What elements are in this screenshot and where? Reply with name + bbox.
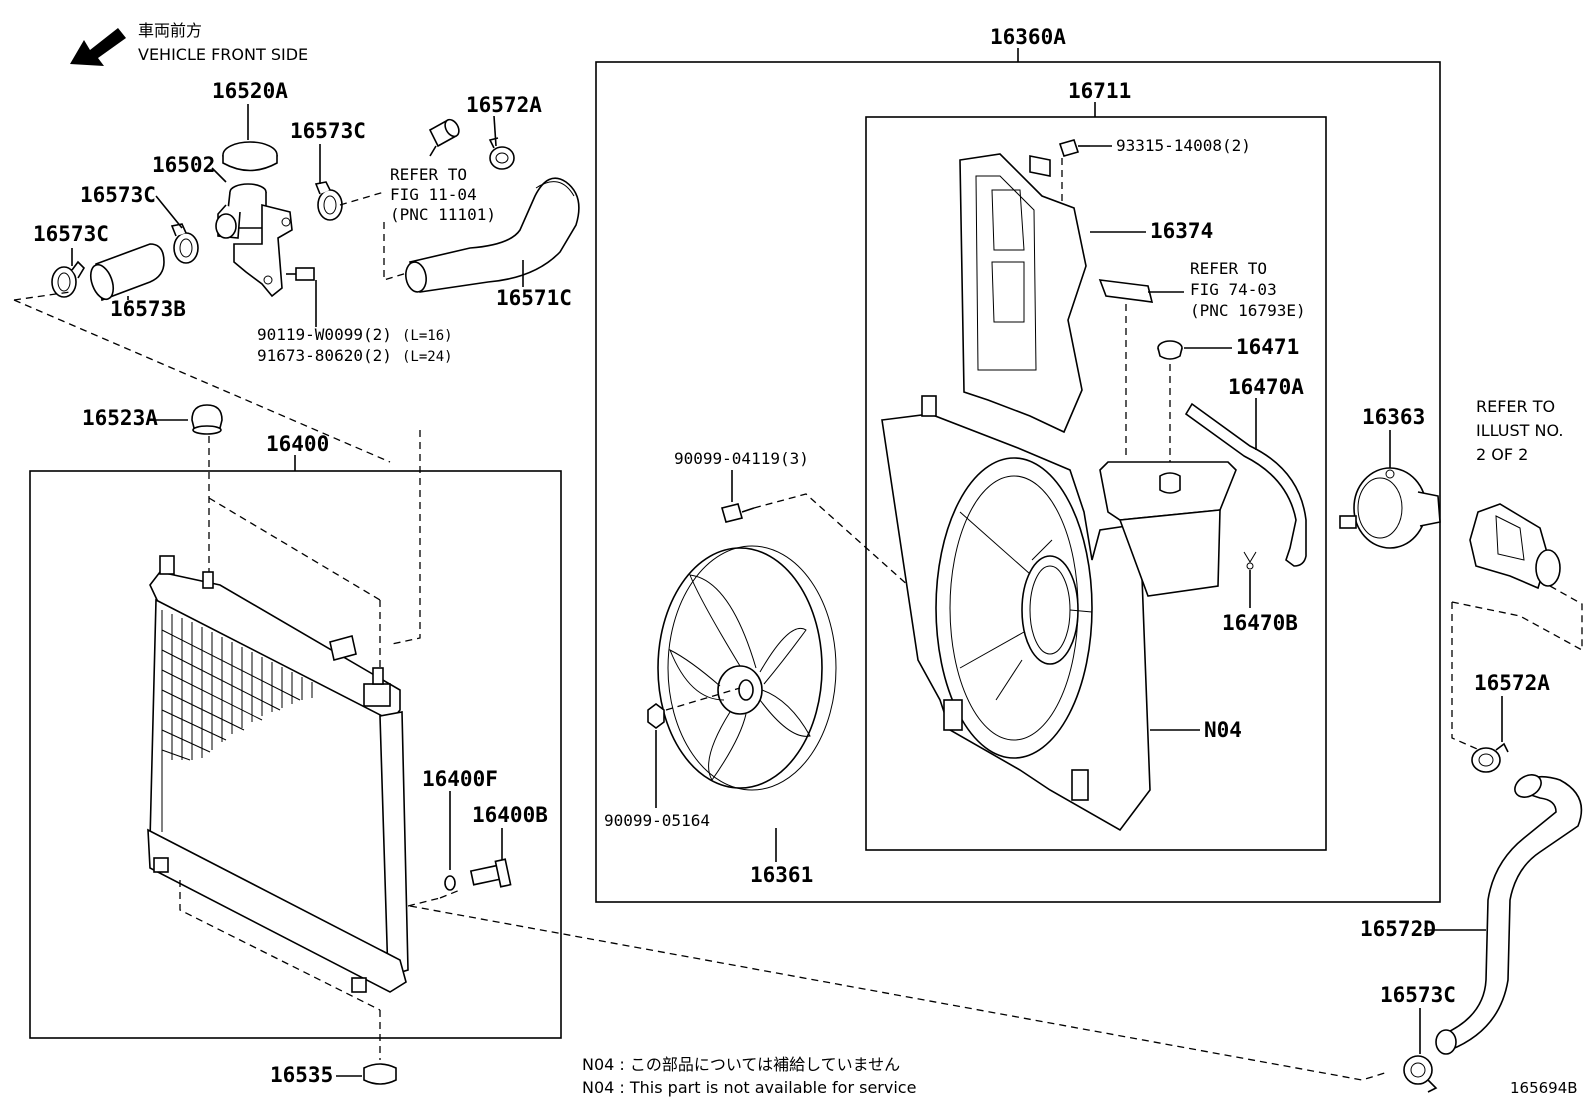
ref2-line1: REFER TO [1190,259,1267,278]
label-16535: 16535 [270,1063,333,1087]
ref1-line2: FIG 11-04 [390,185,477,204]
group-label-16711: 16711 [1068,79,1131,103]
label-16572D: 16572D [1360,917,1436,941]
label-N04: N04 [1204,718,1242,742]
reservoir-hose-16470A-part [1184,402,1307,567]
label-16374: 16374 [1150,219,1213,243]
ref3-line1: REFER TO [1476,397,1555,416]
radiator-part [147,555,409,993]
ref1-line1: REFER TO [390,165,467,184]
label-nut-90099-05164: 90099-05164 [604,811,710,830]
label-16573C-a: 16573C [80,183,156,207]
label-16573C-c: 16573C [290,119,366,143]
nut-90099-05164-part [647,703,665,729]
hose-clamp-part-e [1471,742,1509,773]
label-16572A-a: 16572A [466,93,542,117]
hose-clamp-part-d [488,137,515,170]
fan-motor-16363-part [1339,467,1441,549]
filler-neck-part [215,183,293,298]
assembly-box-16711 [865,116,1327,851]
label-16502: 16502 [152,153,215,177]
label-16400B: 16400B [472,803,548,827]
label-16573C-d: 16573C [1380,983,1456,1007]
cooling-fan-16361-part [657,545,837,791]
ref3-line3: 2 OF 2 [1476,445,1528,464]
label-16572A-b: 16572A [1474,671,1550,695]
lower-radiator-hose-part [1435,774,1583,1055]
short-hose-part [89,243,165,302]
note-jp: N04 : この部品については補給していません [582,1055,900,1074]
note-en: N04 : This part is not available for ser… [582,1078,916,1097]
ref2-line3: (PNC 16793E) [1190,301,1306,320]
label-16363: 16363 [1362,405,1425,429]
radiator-cap-part [222,141,278,172]
drain-plug-16523A-part [191,404,223,435]
label-16573B: 16573B [110,297,186,321]
group-label-16400: 16400 [266,432,329,456]
orientation-en: VEHICLE FRONT SIDE [138,45,308,64]
caution-label-part [1098,279,1154,303]
bolt-90099-04119-part [721,503,755,523]
label-bolt-93315: 93315-14008(2) [1116,136,1251,155]
air-guide-16374-part [959,153,1087,434]
ref1-line3: (PNC 11101) [390,205,496,224]
illustration-id: 165694B [1510,1079,1578,1097]
radiator-core-fins [161,610,313,832]
drain-cock-16400B-part [469,858,512,888]
reservoir-cap-16471-part [1157,340,1183,360]
ref3-line2: ILLUST NO. [1476,421,1563,440]
label-16400F: 16400F [422,767,498,791]
cushion-16535-part [363,1063,397,1085]
hose-clamp-part-a [170,223,199,264]
label-16470B: 16470B [1222,611,1298,635]
label-16520A: 16520A [212,79,288,103]
label-bolt-90119: 90119-W0099(2) [257,325,392,344]
pipe-end-part [428,118,460,157]
group-label-16360A: 16360A [990,25,1066,49]
label-16470A: 16470A [1228,375,1304,399]
label-16471: 16471 [1236,335,1299,359]
label-16571C: 16571C [496,286,572,310]
hose-clamp-part-f [1403,1055,1438,1093]
hose-clamp-part-c [314,181,343,221]
label-bolt-91673-length: (L=24) [402,349,453,365]
label-bolt-90099-04119: 90099-04119(3) [674,449,809,468]
label-16361: 16361 [750,863,813,887]
upper-radiator-hose-part [405,177,580,293]
vehicle-front-arrow-icon [70,28,126,66]
clip-16470B-part [1243,551,1257,570]
bolt-part-90119 [286,267,315,281]
o-ring-16400F-part [444,875,456,891]
label-bolt-91673: 91673-80620(2) [257,346,392,365]
label-bolt-90119-length: (L=16) [402,328,453,344]
label-16523A: 16523A [82,406,158,430]
label-16573C-b: 16573C [33,222,109,246]
ref2-line2: FIG 74-03 [1190,280,1277,299]
orientation-jp: 車両前方 [138,21,202,40]
hose-clamp-part-b [51,260,86,298]
bolt-93315-part [1058,139,1090,157]
water-outlet-part [1469,503,1561,590]
fan-shroud-part [881,395,1237,832]
